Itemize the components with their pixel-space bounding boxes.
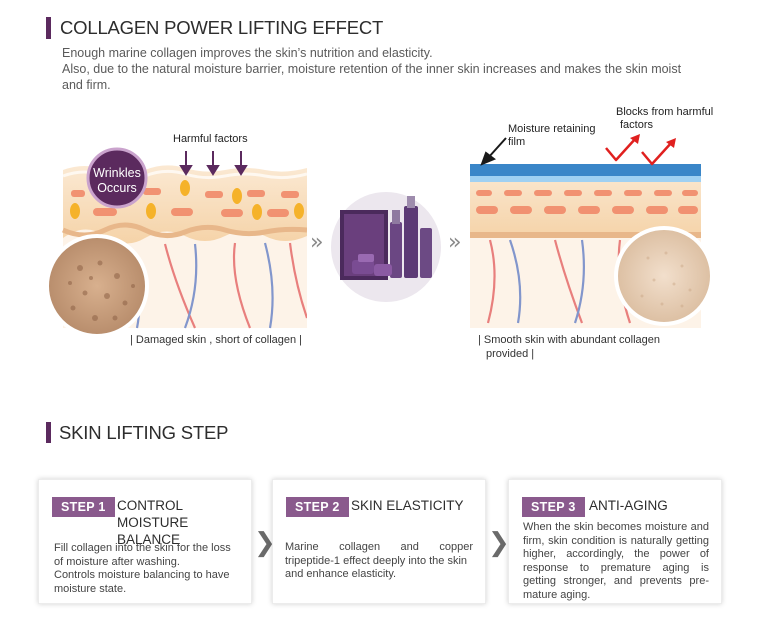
step-card-3: STEP 3 ANTI-AGING When the skin becomes … (508, 479, 722, 604)
harmful-factors-label: Harmful factors (173, 133, 248, 145)
chevron-right-icon: ›› (310, 230, 323, 255)
chevron-right-icon: ❯ (254, 528, 276, 558)
step-card-2: STEP 2 SKIN ELASTICITY Marine collagen a… (272, 479, 486, 604)
step-badge-1: STEP 1 (52, 497, 115, 517)
damaged-skin-illustration (45, 147, 307, 338)
product-set-image (331, 192, 441, 302)
step-desc-3-line: response to premature aging is (523, 561, 709, 574)
step-title-1: CONTROL MOISTURE BALANCE (117, 497, 251, 548)
step-desc-2: Marine collagen and copper tripeptide-1 … (285, 541, 473, 582)
step-title-3: ANTI-AGING (589, 498, 668, 513)
blocks-line-1: Blocks from harmful (616, 106, 714, 118)
intro-line-2: Also, due to the natural moisture barrie… (62, 62, 682, 92)
step-title-2: SKIN ELASTICITY (351, 498, 464, 513)
step-title-1-line-1: CONTROL MOISTURE (117, 498, 189, 530)
moisture-line-2: film (508, 136, 526, 148)
section-title-steps: SKIN LIFTING STEP (59, 422, 229, 443)
wrinkles-line-2: Occurs (97, 181, 137, 195)
section-marker (46, 422, 51, 443)
smooth-caption-line-1: | Smooth skin with abundant collagen (478, 334, 661, 346)
step-badge-2: STEP 2 (286, 497, 349, 517)
step-desc-1-line: Controls moisture balancing to have (54, 569, 230, 581)
step-desc-2-line: Marine collagen and copper (285, 541, 473, 553)
moisture-film-label: Moisture retaining film (508, 123, 595, 149)
section-title-collagen: COLLAGEN POWER LIFTING EFFECT (60, 17, 384, 38)
chevron-right-icon: ›› (448, 230, 461, 255)
smooth-caption-line-2: provided | (486, 348, 535, 360)
step-desc-3-line: getting stronger, and prevents pre- (523, 575, 709, 587)
step-title-1-line-2: BALANCE (117, 532, 181, 547)
blocks-harmful-label: Blocks from harmful factors (616, 106, 713, 132)
smooth-skin-caption: | Smooth skin with abundant collagen pro… (478, 333, 660, 361)
chevron-right-icon: ❯ (488, 528, 510, 558)
step-desc-1-line: Fill collagen into the skin for the loss (54, 542, 231, 554)
step-desc-3-line: firm, skin condition is naturally gettin… (523, 534, 709, 547)
smooth-skin-illustration (470, 134, 714, 328)
wrinkles-bubble: Wrinkles Occurs (88, 166, 146, 196)
step-desc-2-line: and enhance elasticity. (285, 568, 397, 580)
intro-line-1: Enough marine collagen improves the skin… (62, 46, 433, 60)
step-desc-2-line: tripeptide-1 effect deeply into the skin (285, 554, 468, 567)
blocks-line-2: factors (620, 119, 654, 131)
step-badge-3: STEP 3 (522, 497, 585, 517)
step-desc-1: Fill collagen into the skin for the loss… (54, 542, 244, 596)
wrinkles-line-1: Wrinkles (93, 166, 141, 180)
step-desc-3-line: mature aging. (523, 588, 591, 601)
step-desc-1-line: moisture state. (54, 582, 127, 595)
step-desc-3-line: higher, accordingly, the power of (523, 548, 709, 560)
step-desc-1-line: of moisture after washing. (54, 555, 180, 568)
step-desc-3: When the skin becomes moisture and firm,… (523, 521, 709, 602)
step-desc-3-line: When the skin becomes moisture and (523, 521, 709, 533)
section-marker (46, 17, 51, 39)
step-card-1: STEP 1 CONTROL MOISTURE BALANCE Fill col… (38, 479, 252, 604)
damaged-skin-caption: | Damaged skin , short of collagen | (130, 334, 303, 346)
intro-text: Enough marine collagen improves the skin… (62, 45, 702, 93)
moisture-line-1: Moisture retaining (508, 123, 596, 135)
